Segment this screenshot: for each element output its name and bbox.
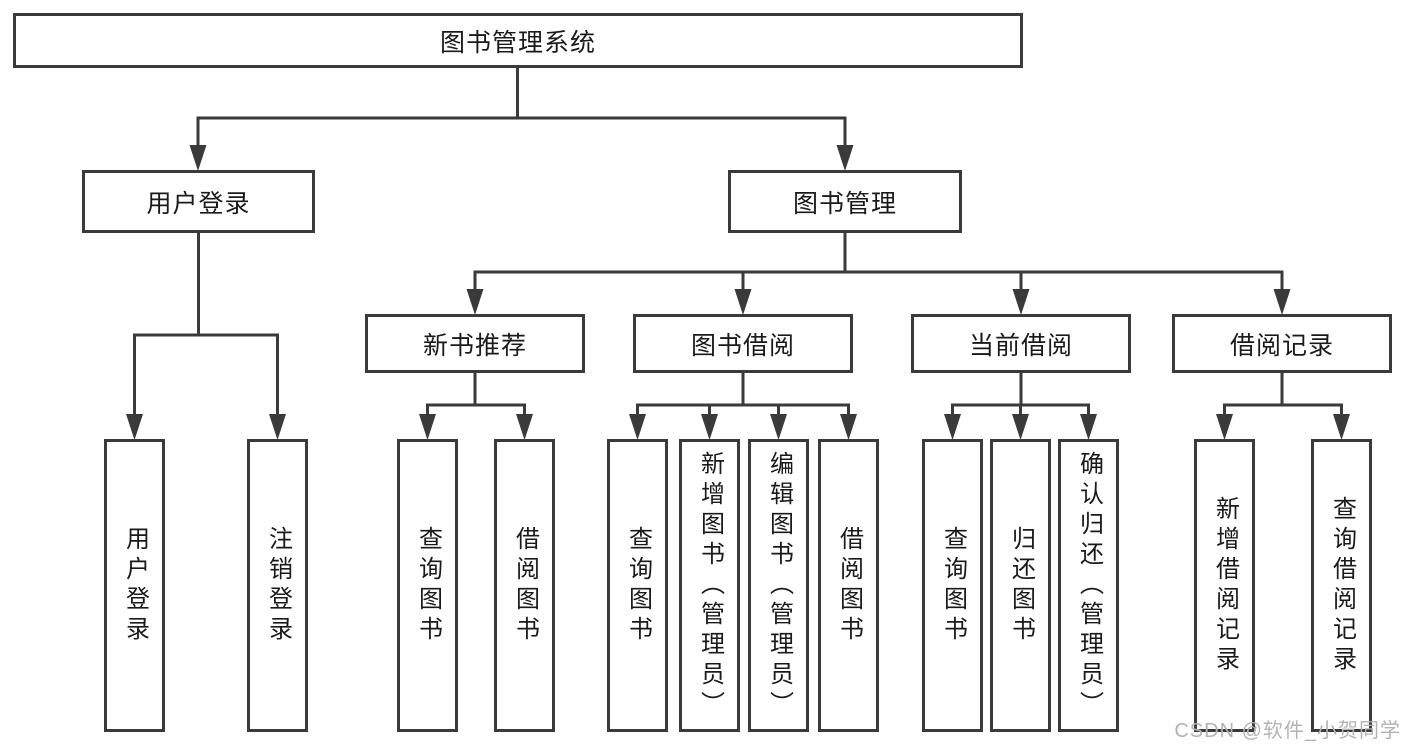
leaf-borrow-books: 借阅图书	[818, 439, 879, 732]
leaf-query-borrow-record: 查询借阅记录	[1311, 439, 1372, 732]
node-label: 当前借阅	[968, 331, 1073, 360]
leaf-label: 注销登录	[264, 525, 292, 646]
node-label: 图书管理系统	[439, 28, 596, 57]
node-label: 图书借阅	[690, 331, 795, 360]
node-new-book-recommend: 新书推荐	[365, 314, 585, 373]
leaf-confirm-return-admin: 确认归还（管理员）	[1058, 439, 1119, 732]
node-user-login: 用户登录	[82, 170, 315, 233]
leaf-logout: 注销登录	[247, 439, 308, 732]
leaf-label: 确认归还（管理员）	[1075, 450, 1103, 721]
leaf-label: 用户登录	[121, 525, 149, 646]
leaf-label: 查询图书	[939, 525, 967, 646]
leaf-label: 归还图书	[1007, 525, 1035, 646]
leaf-label: 编辑图书（管理员）	[765, 450, 793, 721]
leaf-label: 借阅图书	[835, 525, 863, 646]
leaf-label: 查询借阅记录	[1328, 495, 1356, 676]
leaf-query-books-recommend: 查询图书	[397, 439, 458, 732]
leaf-edit-books-admin: 编辑图书（管理员）	[748, 439, 809, 732]
node-label: 借阅记录	[1229, 331, 1334, 360]
leaf-add-books-admin: 新增图书（管理员）	[679, 439, 740, 732]
leaf-query-books-current: 查询图书	[922, 439, 983, 732]
leaf-label: 查询图书	[624, 525, 652, 646]
node-label: 用户登录	[146, 189, 251, 218]
node-book-borrow: 图书借阅	[633, 314, 853, 373]
node-label: 新书推荐	[422, 331, 527, 360]
leaf-label: 新增图书（管理员）	[696, 450, 724, 721]
node-book-management: 图书管理	[728, 170, 962, 233]
node-borrow-records: 借阅记录	[1172, 314, 1392, 373]
node-root: 图书管理系统	[13, 13, 1023, 68]
leaf-user-login: 用户登录	[104, 439, 165, 732]
leaf-label: 查询图书	[414, 525, 442, 646]
node-label: 图书管理	[792, 189, 897, 218]
leaf-query-books-borrow: 查询图书	[607, 439, 668, 732]
leaf-label: 借阅图书	[511, 525, 539, 646]
leaf-return-books: 归还图书	[990, 439, 1051, 732]
leaf-borrow-books-recommend: 借阅图书	[494, 439, 555, 732]
leaf-add-borrow-record: 新增借阅记录	[1194, 439, 1255, 732]
leaf-label: 新增借阅记录	[1211, 495, 1239, 676]
node-current-borrow: 当前借阅	[911, 314, 1131, 373]
csdn-watermark: CSDN @软件_小贺同学	[1174, 720, 1401, 742]
